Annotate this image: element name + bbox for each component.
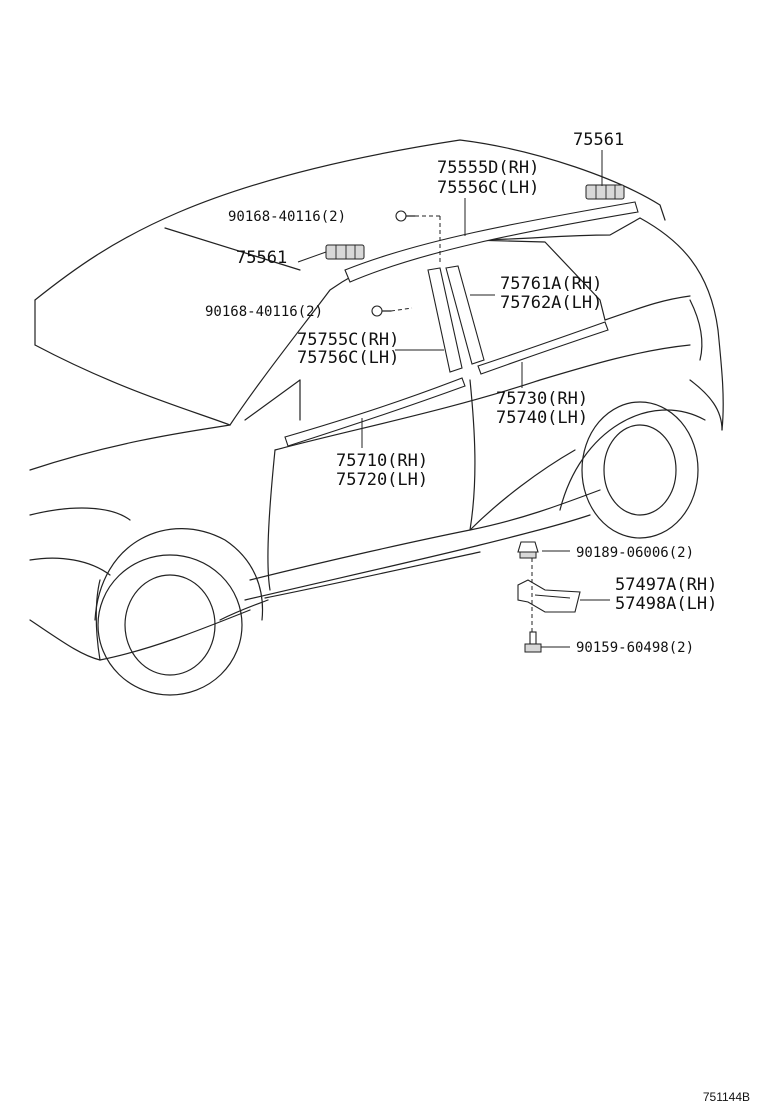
- label-90168-b: 90168-40116(2): [205, 304, 323, 320]
- label-90159: 90159-60498(2): [576, 640, 694, 656]
- part-front-door-molding: [284, 377, 466, 447]
- part-roof-molding: [344, 201, 639, 283]
- part-mudguard-bracket: [517, 579, 581, 613]
- part-pillar-garnish-rear: [445, 265, 485, 365]
- vehicle-outline: [29, 139, 724, 696]
- label-75762a: 75762A(LH): [500, 293, 602, 313]
- label-90189: 90189-06006(2): [576, 545, 694, 561]
- label-57498a: 57498A(LH): [615, 594, 717, 614]
- label-75761a: 75761A(RH): [500, 274, 602, 294]
- part-clip-mid: [325, 244, 365, 260]
- label-75740: 75740(LH): [496, 408, 588, 428]
- label-75555d: 75555D(RH): [437, 158, 539, 178]
- part-pillar-garnish-front: [427, 267, 463, 373]
- label-75755c: 75755C(RH): [297, 330, 399, 350]
- label-75730: 75730(RH): [496, 389, 588, 409]
- part-clip-top: [585, 184, 625, 200]
- diagram-code: 751144B: [702, 1090, 750, 1104]
- label-75756c: 75756C(LH): [297, 348, 399, 368]
- part-screw-a: [395, 210, 416, 222]
- part-bolt-90159: [524, 631, 542, 653]
- leader-lines: [297, 150, 610, 648]
- part-screw-b: [371, 305, 392, 317]
- label-75561-mid: 75561: [236, 248, 287, 268]
- part-clip-90189: [517, 541, 539, 559]
- part-rear-door-molding: [477, 321, 609, 375]
- label-75556c: 75556C(LH): [437, 178, 539, 198]
- label-75720: 75720(LH): [336, 470, 428, 490]
- label-90168-a: 90168-40116(2): [228, 209, 346, 225]
- label-75710: 75710(RH): [336, 451, 428, 471]
- label-57497a: 57497A(RH): [615, 575, 717, 595]
- label-75561-top: 75561: [573, 130, 624, 150]
